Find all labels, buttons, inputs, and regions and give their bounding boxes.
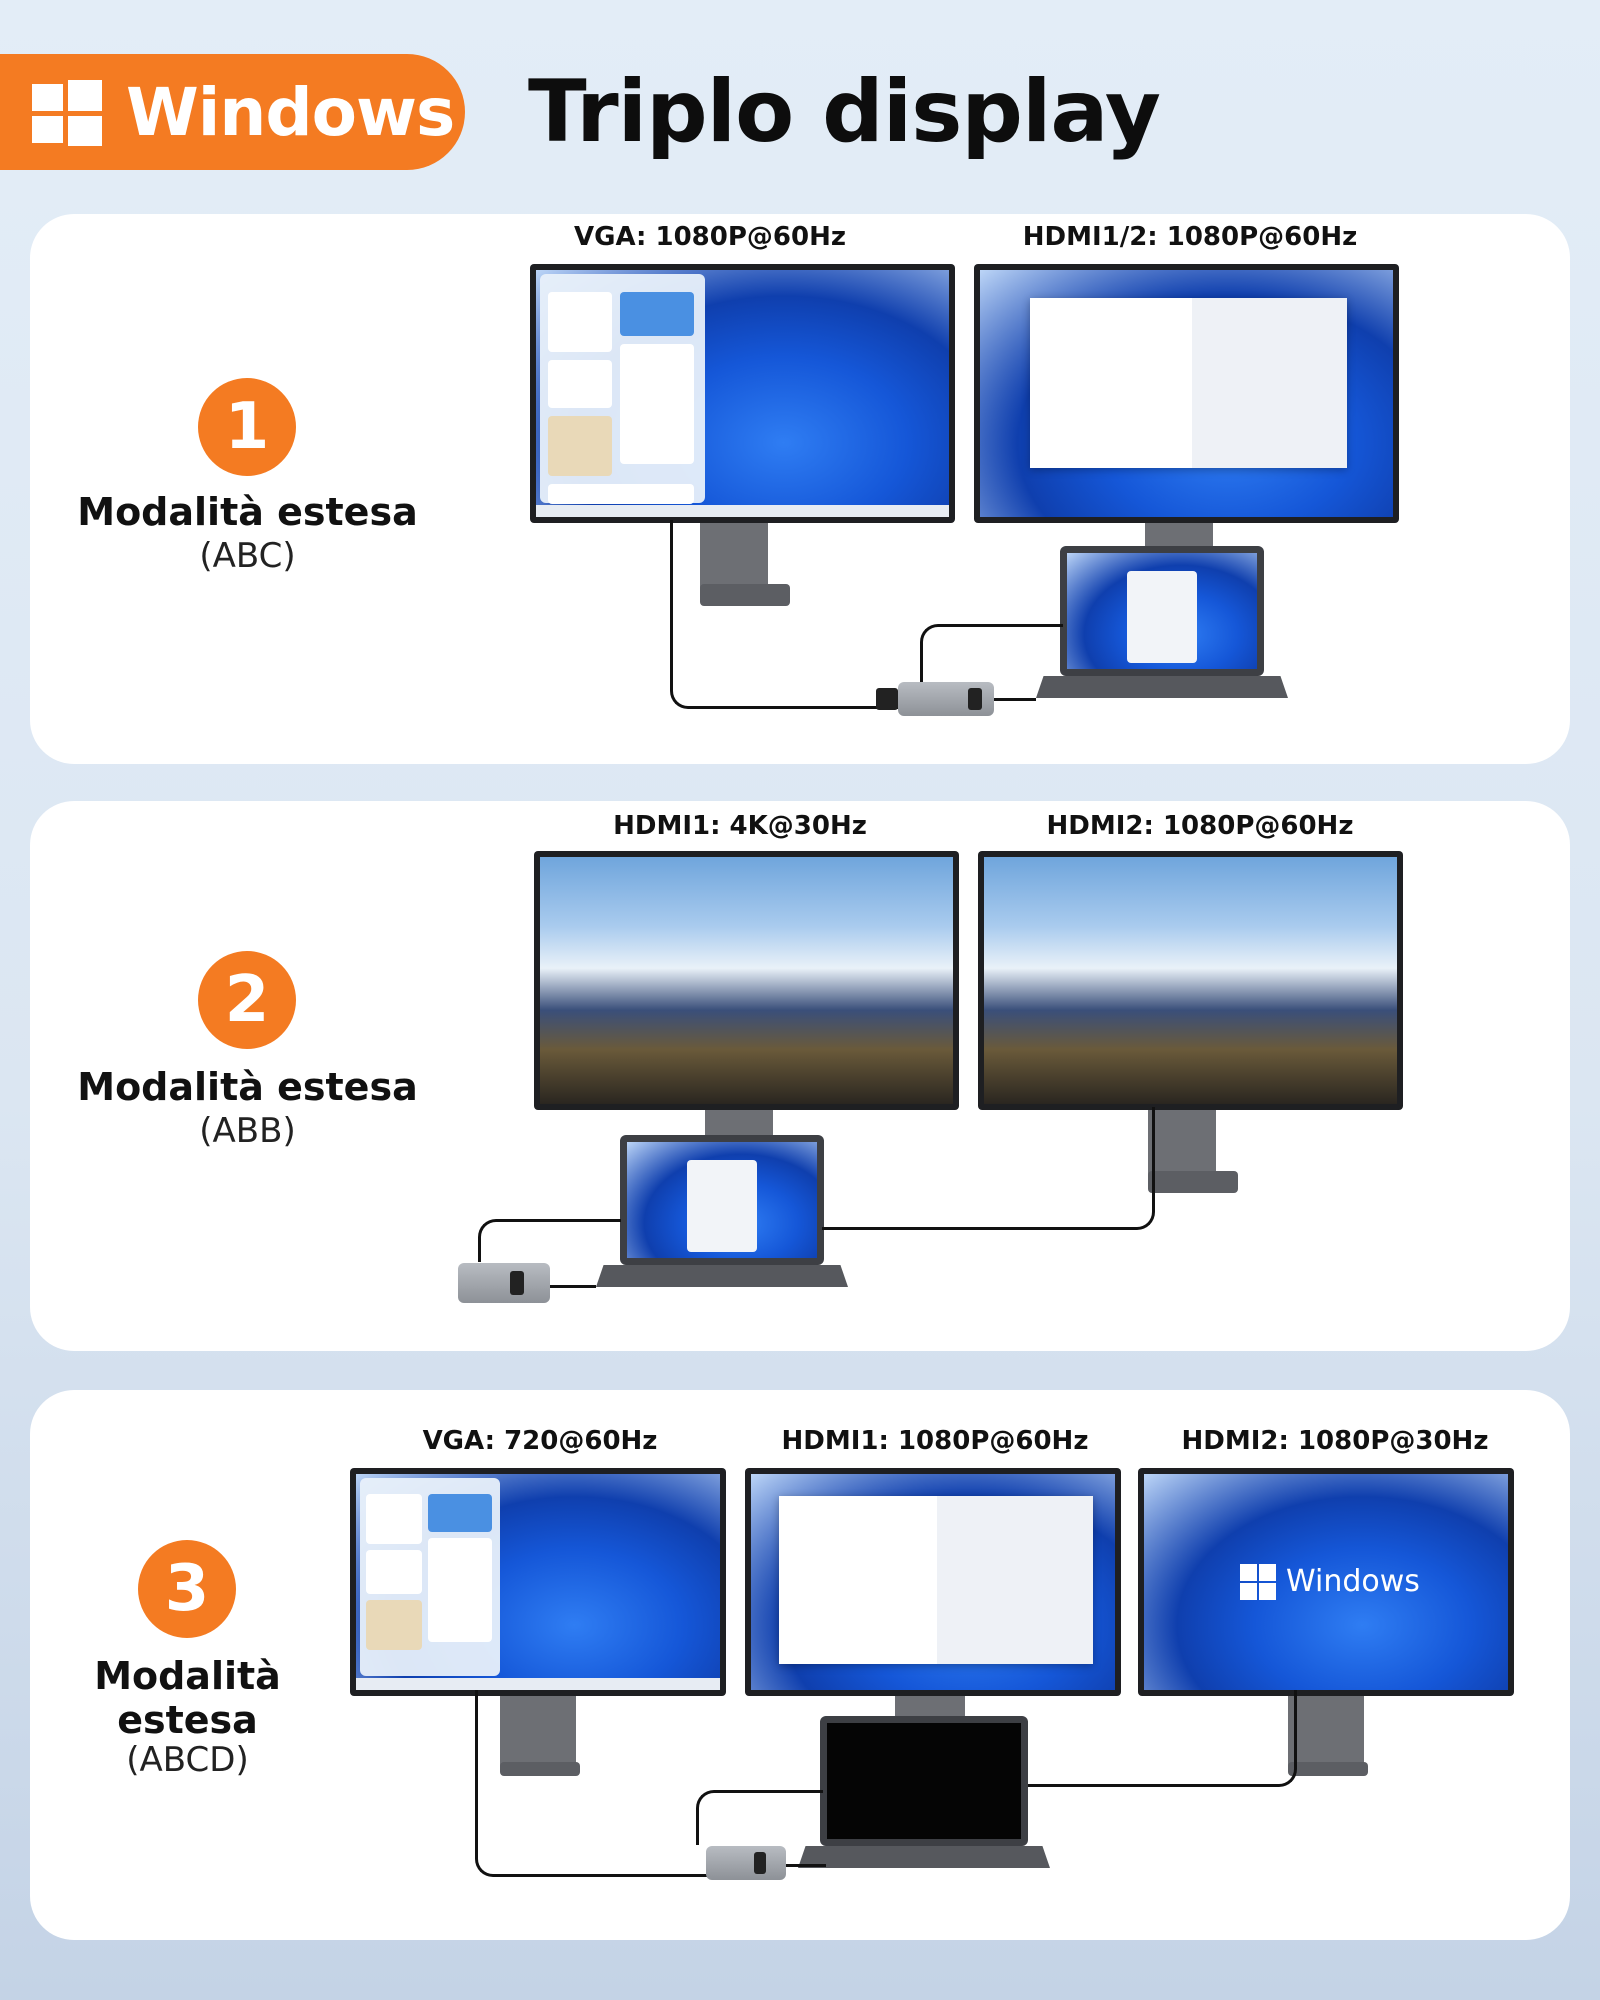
mode-sub-label: (ABC) (199, 536, 296, 576)
display-label-hdmi2: HDMI2: 1080P@30Hz (1181, 1426, 1489, 1456)
cable-hdmi2 (822, 1107, 1155, 1230)
monitor-hdmi1 (745, 1468, 1121, 1696)
usb-c-cable (994, 698, 1036, 703)
monitor-vga (530, 264, 955, 523)
monitor-stand-base (700, 584, 790, 606)
start-menu (687, 1160, 757, 1252)
cable-hdmi1 (696, 1790, 823, 1845)
mode-label: Modalità (94, 1654, 281, 1698)
laptop-keyboard-base (798, 1846, 1050, 1868)
monitor-screen-xbox-dialog (980, 270, 1393, 517)
windows-badge: Windows (0, 54, 465, 170)
display-label-vga: VGA: 1080P@60Hz (573, 222, 846, 252)
laptop-keyboard-base (1036, 676, 1288, 698)
usb-c-cable (786, 1864, 826, 1869)
monitor-hdmi1 (534, 851, 959, 1110)
laptop (620, 1135, 824, 1265)
start-menu (1127, 571, 1197, 663)
monitor-stand-base (1148, 1171, 1238, 1193)
mode-label-line2: estesa (117, 1698, 258, 1742)
mode-sub-label: (ABCD) (126, 1740, 249, 1780)
windows-screen-text: Windows (1286, 1564, 1420, 1599)
widgets-pane (360, 1478, 500, 1676)
monitor-hdmi2 (978, 851, 1403, 1110)
display-label-vga: VGA: 720@60Hz (422, 1426, 658, 1456)
monitor-stand-base (1288, 1762, 1368, 1776)
windows-logo-icon (32, 80, 102, 146)
display-label-hdmi2: HDMI2: 1080P@60Hz (1046, 811, 1354, 841)
cable-vga (670, 520, 903, 709)
cable-hdmi1 (478, 1219, 621, 1262)
xbox-dialog (1030, 298, 1347, 468)
page-title: Triplo display (528, 62, 1161, 162)
mode-label: Modalità estesa (77, 490, 418, 534)
windows-logo-icon (1240, 1564, 1276, 1600)
monitor-stand (500, 1690, 576, 1770)
usb-hub (706, 1846, 786, 1880)
widgets-pane (540, 274, 705, 504)
display-label-hdmi1: HDMI1: 1080P@60Hz (781, 1426, 1089, 1456)
mode-panel-3: 3 Modalità estesa (ABCD) VGA: 720@60Hz H… (30, 1390, 1570, 1940)
badge-label: Windows (126, 74, 455, 151)
monitor-hdmi2: Windows (1138, 1468, 1514, 1696)
cable-hdmi2 (1028, 1690, 1297, 1787)
monitor-screen-mountain (984, 857, 1397, 1104)
mode-number-badge: 3 (138, 1540, 236, 1638)
usb-hub (898, 682, 994, 716)
vga-connector (876, 688, 898, 710)
cable-vga (475, 1690, 740, 1877)
monitor-screen-widgets (356, 1474, 720, 1690)
laptop-screen-off (827, 1723, 1021, 1839)
usb-hub (458, 1263, 550, 1303)
laptop-screen (1067, 553, 1257, 669)
laptop (820, 1716, 1028, 1846)
mode-number-badge: 2 (198, 951, 296, 1049)
usb-c-cable (550, 1285, 596, 1290)
display-label-hdmi: HDMI1/2: 1080P@60Hz (1022, 222, 1358, 252)
laptop-keyboard-base (596, 1265, 848, 1287)
monitor-stand (1288, 1690, 1364, 1770)
monitor-stand (705, 1107, 773, 1137)
xbox-dialog (779, 1496, 1093, 1664)
monitor-screen-mountain (540, 857, 953, 1104)
monitor-screen-windows-logo: Windows (1144, 1474, 1508, 1690)
mode-panel-1: 1 Modalità estesa (ABC) VGA: 1080P@60Hz … (30, 214, 1570, 764)
monitor-screen-widgets (536, 270, 949, 517)
mode-number-badge: 1 (198, 378, 296, 476)
laptop (1060, 546, 1264, 676)
laptop-screen (627, 1142, 817, 1258)
cable-hdmi (920, 624, 1063, 687)
mode-panel-2: 2 Modalità estesa (ABB) HDMI1: 4K@30Hz H… (30, 801, 1570, 1351)
taskbar (356, 1678, 720, 1690)
taskbar (536, 505, 949, 517)
monitor-vga (350, 1468, 726, 1696)
monitor-stand-base (500, 1762, 580, 1776)
mode-sub-label: (ABB) (199, 1111, 296, 1151)
mode-label: Modalità estesa (77, 1065, 418, 1109)
monitor-screen-xbox-dialog (751, 1474, 1115, 1690)
display-label-hdmi1: HDMI1: 4K@30Hz (613, 811, 867, 841)
monitor-hdmi (974, 264, 1399, 523)
